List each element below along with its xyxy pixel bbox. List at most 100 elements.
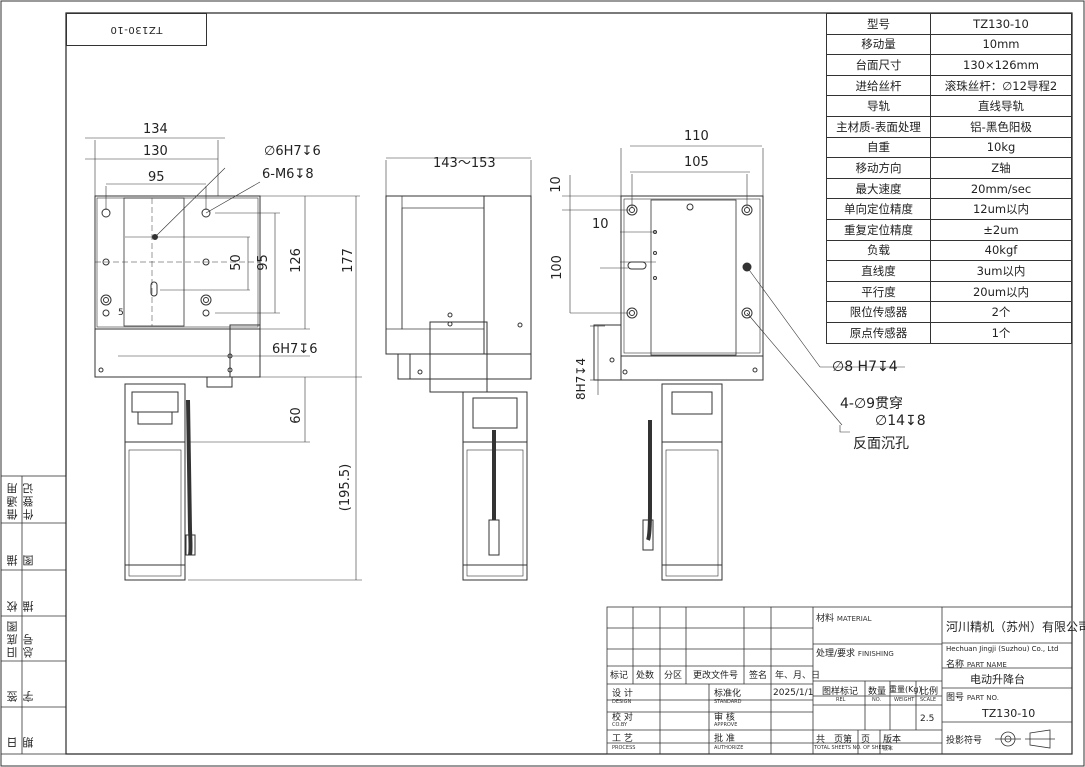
dim-10-side: 10 bbox=[592, 217, 609, 232]
spec-value: 1个 bbox=[930, 321, 1072, 344]
tb-check: 校 对 bbox=[612, 713, 633, 723]
spec-key: 最大速度 bbox=[826, 177, 931, 200]
tb-std-en: STANDARD bbox=[714, 699, 742, 705]
spec-value: 3um以内 bbox=[930, 260, 1072, 282]
dim-60: 60 bbox=[288, 407, 304, 424]
tb-date: 2025/1/1 bbox=[773, 688, 814, 698]
spec-value: TZ130-10 bbox=[930, 13, 1072, 35]
spec-key: 型号 bbox=[826, 13, 931, 35]
spec-row: 主材质-表面处理铝-黑色阳极 bbox=[826, 115, 1072, 138]
tb-auth-en: AUTHORIZE bbox=[714, 745, 744, 751]
drawing-number-box: TZ130-10 bbox=[66, 13, 207, 46]
spec-key: 导轨 bbox=[826, 95, 931, 117]
spec-value: 130×126mm bbox=[930, 54, 1072, 76]
spec-value: 40kgf bbox=[930, 239, 1072, 262]
note-pin-hole: ∅8 H7↧4 bbox=[832, 359, 898, 375]
tb-check-en: CO.BY bbox=[612, 722, 628, 728]
spec-key: 自重 bbox=[826, 136, 931, 159]
dim-110: 110 bbox=[684, 129, 709, 144]
tb-qty-en: NO. bbox=[872, 697, 882, 703]
dim-95: 95 bbox=[148, 170, 165, 185]
tb-sheets: 共 页第 页 bbox=[816, 735, 871, 745]
margin-label-4: 签 字 bbox=[6, 676, 35, 702]
dim-126: 126 bbox=[288, 248, 304, 273]
spec-key: 移动量 bbox=[826, 33, 931, 56]
tb-scale: 比例 bbox=[920, 687, 939, 697]
dim-100: 100 bbox=[549, 255, 565, 280]
margin-label-1: 描 图 bbox=[6, 540, 35, 566]
hole-note-1: ∅6H7↧6 bbox=[264, 144, 321, 159]
company-name-en: Hechuan Jingji (Suzhou) Co., Ltd bbox=[946, 645, 1059, 653]
spec-value: 直线导轨 bbox=[930, 95, 1072, 117]
hole-note-3: 6H7↧6 bbox=[272, 342, 318, 357]
tb-version-en: 版本 bbox=[883, 746, 894, 752]
tb-design: 设 计 bbox=[612, 689, 633, 699]
company-name-cn: 河川精机（苏州）有限公司 bbox=[946, 620, 1085, 634]
tb-h-sign: 签名 bbox=[749, 671, 768, 681]
spec-row: 重复定位精度±2um bbox=[826, 218, 1072, 241]
hole-note-2: 6-M6↧8 bbox=[262, 167, 314, 182]
spec-row: 导轨直线导轨 bbox=[826, 95, 1072, 117]
spec-key: 进给丝杆 bbox=[826, 74, 931, 97]
tb-weight: 重量(Kg) bbox=[889, 685, 922, 694]
title-block-grid bbox=[606, 606, 1073, 755]
spec-value: Z轴 bbox=[930, 157, 1072, 179]
tb-scale-value: 2.5 bbox=[920, 714, 935, 724]
dim-105: 105 bbox=[684, 155, 709, 170]
spec-row: 进给丝杆滚珠丝杆：∅12导程2 bbox=[826, 74, 1072, 97]
tb-approve-en: APPROVE bbox=[714, 722, 738, 728]
side-view bbox=[385, 157, 532, 581]
dim-10-top: 10 bbox=[548, 176, 564, 193]
margin-label-3: 旧底图总号 bbox=[6, 619, 35, 658]
note-back-counterbore: 反面沉孔 bbox=[853, 436, 909, 452]
tb-projection-label: 投影符号 bbox=[946, 736, 983, 746]
spec-key: 主材质-表面处理 bbox=[826, 115, 931, 138]
tb-approve: 审 核 bbox=[714, 713, 735, 723]
margin-label-0: 借通用件登记 bbox=[6, 481, 35, 520]
tb-material: 材料 MATERIAL bbox=[816, 614, 872, 624]
dim-width-range: 143～153 bbox=[433, 156, 496, 171]
tb-weight-en: WEIGHT bbox=[894, 697, 915, 703]
dim-8h7: 8H7↧4 bbox=[573, 358, 588, 400]
tb-process: 工 艺 bbox=[612, 734, 633, 744]
spec-value: 滚珠丝杆：∅12导程2 bbox=[930, 74, 1072, 97]
tb-no-label: 图号 PART NO. bbox=[946, 693, 999, 703]
spec-key: 限位传感器 bbox=[826, 301, 931, 323]
tb-h-zone: 分区 bbox=[664, 671, 683, 681]
tb-h-docno: 更改文件号 bbox=[693, 671, 739, 681]
spec-value: 10kg bbox=[930, 136, 1072, 159]
dim-195-5: (195.5) bbox=[338, 463, 354, 512]
spec-key: 移动方向 bbox=[826, 157, 931, 179]
tb-process-en: PROCESS bbox=[612, 745, 636, 751]
tb-version: 版本 bbox=[883, 735, 902, 745]
drawing-number-rotated: TZ130-10 bbox=[110, 24, 163, 35]
tb-stage-en: REL bbox=[836, 697, 846, 703]
tb-qty: 数量 bbox=[868, 687, 887, 697]
spec-key: 直线度 bbox=[826, 260, 931, 282]
tb-auth: 批 准 bbox=[714, 734, 735, 744]
dim-130: 130 bbox=[143, 144, 168, 159]
spec-value: 20um以内 bbox=[930, 280, 1072, 303]
tb-design-en: DESIGN bbox=[612, 699, 632, 705]
spec-value: 2个 bbox=[930, 301, 1072, 323]
dim-50: 50 bbox=[228, 254, 244, 271]
spec-key: 负载 bbox=[826, 239, 931, 262]
spec-key: 单向定位精度 bbox=[826, 198, 931, 220]
note-through-holes: 4-∅9贯穿 bbox=[840, 396, 904, 412]
dim-177: 177 bbox=[340, 248, 356, 273]
part-number: TZ130-10 bbox=[982, 707, 1036, 720]
margin-label-2: 校 描 bbox=[6, 586, 35, 612]
